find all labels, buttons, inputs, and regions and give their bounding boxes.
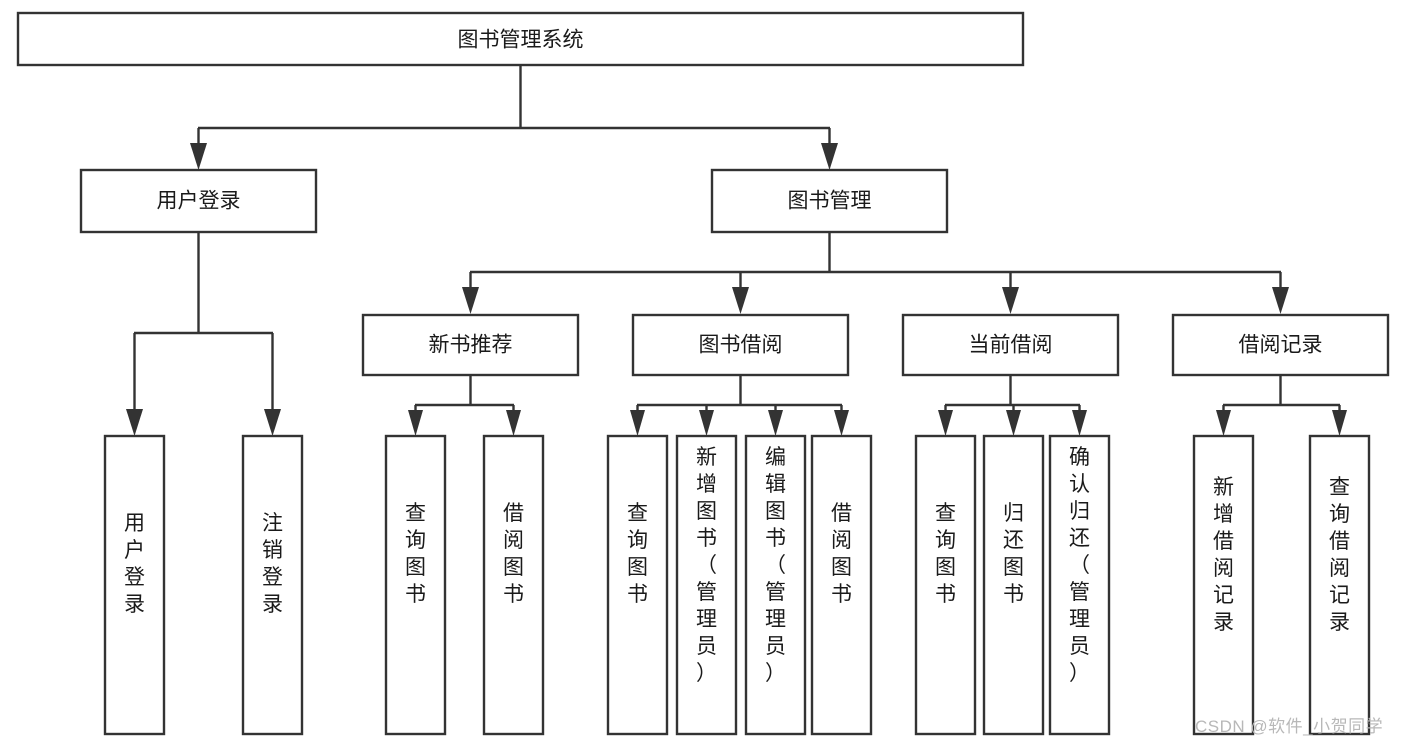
node-book-manage[interactable]: 图书管理 [710, 168, 949, 234]
node-leaf-user-login-box[interactable] [103, 434, 166, 736]
arrowhead-leaf-query-book-3 [938, 410, 953, 436]
node-borrow-record[interactable]: 借阅记录 [1171, 313, 1390, 377]
node-current-borrow-box[interactable] [901, 313, 1120, 377]
node-user-login-box[interactable] [79, 168, 318, 234]
node-leaf-query-record-label: 查询借阅记录 [1329, 476, 1350, 634]
node-leaf-add-record-box[interactable] [1192, 434, 1255, 736]
node-leaf-borrow-book-2-label: 借阅图书 [831, 502, 852, 606]
node-leaf-return-book-box[interactable] [982, 434, 1045, 736]
node-book-borrow-label: 图书借阅 [699, 334, 783, 357]
edge-group-book-manage [462, 232, 1289, 314]
node-borrow-record-label: 借阅记录 [1239, 334, 1323, 357]
node-leaf-query-book-3[interactable]: 查询图书 [914, 434, 977, 736]
node-current-borrow-label: 当前借阅 [969, 334, 1053, 357]
arrowhead-leaf-confirm-return [1072, 410, 1087, 436]
node-leaf-borrow-book-2[interactable]: 借阅图书 [810, 434, 873, 736]
arrowhead-leaf-query-book-1 [408, 410, 423, 436]
node-leaf-borrow-book-1[interactable]: 借阅图书 [482, 434, 545, 736]
node-new-book-recommend[interactable]: 新书推荐 [361, 313, 580, 377]
node-root[interactable]: 图书管理系统 [16, 11, 1025, 67]
node-leaf-borrow-book-1-box[interactable] [482, 434, 545, 736]
node-leaf-borrow-book-2-box[interactable] [810, 434, 873, 736]
csdn-watermark: CSDN @软件_小贺同学 [1195, 717, 1383, 736]
arrowhead-leaf-borrow-book-1 [506, 410, 521, 436]
node-leaf-query-book-3-box[interactable] [914, 434, 977, 736]
node-leaf-query-book-3-label: 查询图书 [935, 502, 956, 606]
edge-group-book-borrow [630, 375, 849, 436]
node-leaf-logout-login[interactable]: 注销登录 [241, 434, 304, 736]
node-leaf-confirm-return[interactable]: 确认归还（管理员） [1048, 434, 1111, 736]
node-book-manage-box[interactable] [710, 168, 949, 234]
arrowhead-current-borrow [1002, 287, 1019, 314]
arrowhead-leaf-add-record [1216, 410, 1231, 436]
node-leaf-query-book-2-label: 查询图书 [627, 502, 648, 606]
arrowhead-leaf-borrow-book-2 [834, 410, 849, 436]
node-new-book-recommend-box[interactable] [361, 313, 580, 377]
arrowhead-leaf-query-record [1332, 410, 1347, 436]
arrowhead-new-book-recommend [462, 287, 479, 314]
node-leaf-query-book-2-box[interactable] [606, 434, 669, 736]
edge-group-borrow-record [1216, 375, 1347, 436]
node-book-borrow[interactable]: 图书借阅 [631, 313, 850, 377]
node-leaf-add-book-label: 新增图书（管理员） [696, 446, 717, 685]
arrowhead-leaf-add-book [699, 410, 714, 436]
node-leaf-query-book-1-label: 查询图书 [405, 502, 426, 606]
node-leaf-confirm-return-label: 确认归还（管理员） [1069, 446, 1090, 685]
node-leaf-logout-login-label: 注销登录 [262, 512, 283, 616]
node-leaf-logout-login-box[interactable] [241, 434, 304, 736]
node-root-box[interactable] [16, 11, 1025, 67]
arrowhead-bookmanage [821, 143, 838, 170]
node-leaf-query-record[interactable]: 查询借阅记录 [1308, 434, 1371, 736]
edge-group-root [190, 65, 838, 170]
node-leaf-add-record-label: 新增借阅记录 [1213, 476, 1234, 634]
node-user-login[interactable]: 用户登录 [79, 168, 318, 234]
arrowhead-leaf-query-book-2 [630, 410, 645, 436]
edge-group-current-borrow [938, 375, 1087, 436]
arrowhead-leaf-edit-book [768, 410, 783, 436]
arrowhead-leaf-user-login [126, 409, 143, 436]
edge-group-user-login [126, 232, 281, 436]
node-leaf-add-book[interactable]: 新增图书（管理员） [675, 434, 738, 736]
node-leaf-confirm-return-box[interactable] [1048, 434, 1111, 736]
node-leaf-edit-book[interactable]: 编辑图书（管理员） [744, 434, 807, 736]
arrowhead-borrow-record [1272, 287, 1289, 314]
node-leaf-add-book-box[interactable] [675, 434, 738, 736]
node-book-borrow-box[interactable] [631, 313, 850, 377]
node-current-borrow[interactable]: 当前借阅 [901, 313, 1120, 377]
node-root-label: 图书管理系统 [458, 29, 584, 52]
arrowhead-leaf-logout-login [264, 409, 281, 436]
arrowhead-userlogin [190, 143, 207, 170]
node-leaf-query-book-1[interactable]: 查询图书 [384, 434, 447, 736]
node-leaf-user-login-label: 用户登录 [124, 512, 145, 616]
node-leaf-edit-book-box[interactable] [744, 434, 807, 736]
node-leaf-query-book-2[interactable]: 查询图书 [606, 434, 669, 736]
node-leaf-return-book-label: 归还图书 [1003, 502, 1024, 606]
node-leaf-add-record[interactable]: 新增借阅记录 [1192, 434, 1255, 736]
node-leaf-query-record-box[interactable] [1308, 434, 1371, 736]
node-leaf-borrow-book-1-label: 借阅图书 [503, 502, 524, 606]
node-user-login-label: 用户登录 [157, 190, 241, 213]
node-new-book-recommend-label: 新书推荐 [429, 334, 513, 357]
arrowhead-book-borrow [732, 287, 749, 314]
node-leaf-edit-book-label: 编辑图书（管理员） [765, 446, 786, 685]
arrowhead-leaf-return-book [1006, 410, 1021, 436]
edge-group-new-book-recommend [408, 375, 521, 436]
node-book-manage-label: 图书管理 [788, 190, 872, 213]
node-leaf-query-book-1-box[interactable] [384, 434, 447, 736]
node-leaf-return-book[interactable]: 归还图书 [982, 434, 1045, 736]
node-leaf-user-login[interactable]: 用户登录 [103, 434, 166, 736]
node-borrow-record-box[interactable] [1171, 313, 1390, 377]
